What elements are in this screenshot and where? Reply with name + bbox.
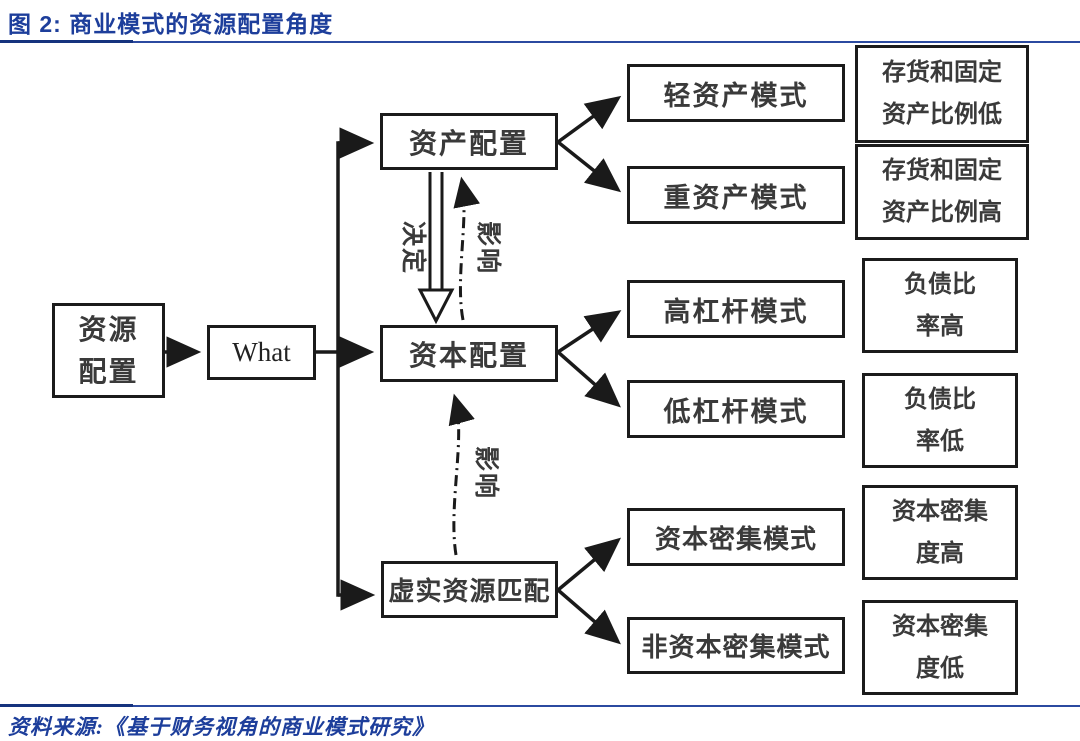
node-virtual-real-match: 虚实资源匹配 (381, 561, 558, 618)
node-heavy-asset-mode: 重资产模式 (627, 166, 845, 224)
node-capital-intensity-high: 资本密集 度高 (862, 485, 1018, 580)
arrow-asset-to-light (556, 95, 622, 144)
dashdot-arrow-influence-upper (453, 176, 480, 321)
node-non-capital-intensive-mode: 非资本密集模式 (627, 617, 845, 674)
node-capital-config: 资本配置 (380, 325, 558, 382)
edge-label-determine: 决定 (399, 220, 428, 276)
node-debt-ratio-high: 负债比 率高 (862, 258, 1018, 353)
node-what: What (207, 325, 316, 380)
arrow-capital-to-high-leverage (557, 310, 622, 354)
source-note: 资料来源:《基于财务视角的商业模式研究》 (8, 715, 434, 739)
arrow-virtual-to-capital-intensive (556, 537, 622, 592)
arrow-virtual-to-non-capital-intensive (556, 588, 621, 645)
dashdot-arrow-influence-lower (448, 393, 475, 556)
node-resource-allocation: 资源 配置 (52, 303, 165, 398)
arrow-asset-to-heavy (556, 140, 622, 193)
edge-label-influence-upper: 影响 (474, 220, 503, 276)
node-capital-intensive-mode: 资本密集模式 (627, 508, 845, 566)
node-debt-ratio-low: 负债比 率低 (862, 373, 1018, 468)
hollow-arrow-determine (417, 172, 455, 325)
arrow-capital-to-low-leverage (556, 350, 621, 408)
node-inventory-fixed-high: 存货和固定 资产比例高 (855, 144, 1029, 240)
header-divider (0, 41, 1080, 43)
node-light-asset-mode: 轻资产模式 (627, 64, 845, 122)
figure-title: 图 2: 商业模式的资源配置角度 (8, 11, 334, 37)
header-divider-accent (0, 40, 133, 43)
node-capital-intensity-low: 资本密集 度低 (862, 600, 1018, 695)
node-high-leverage-mode: 高杠杆模式 (627, 280, 845, 338)
footer-divider-accent (0, 704, 133, 707)
node-inventory-fixed-low: 存货和固定 资产比例低 (855, 45, 1029, 143)
node-asset-config: 资产配置 (380, 113, 558, 170)
node-low-leverage-mode: 低杠杆模式 (627, 380, 845, 438)
footer-divider (0, 705, 1080, 707)
edge-label-influence-lower: 影响 (472, 445, 501, 501)
